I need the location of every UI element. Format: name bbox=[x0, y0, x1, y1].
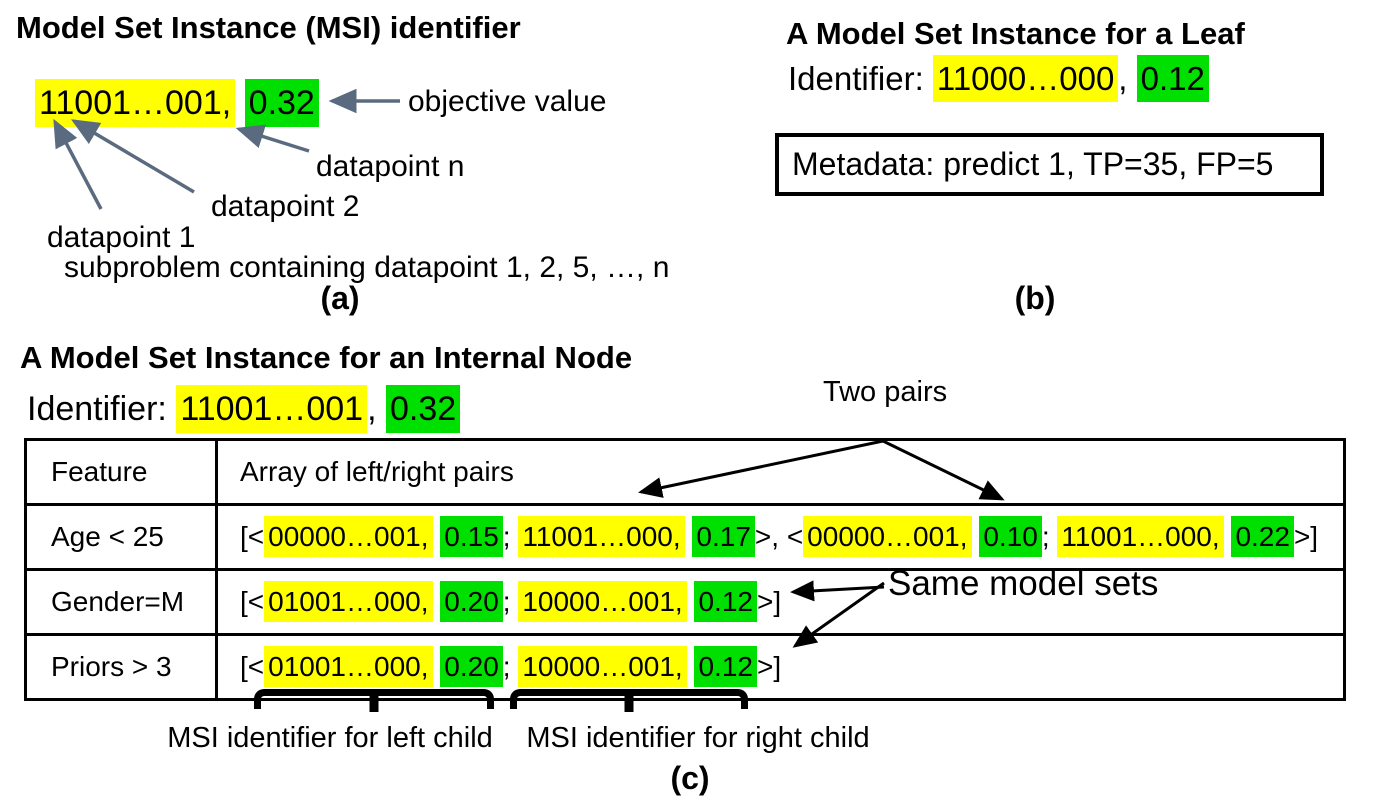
table-row: Priors > 3 [<01001…000, 0.20; 10000…001,… bbox=[24, 633, 1346, 701]
section-a-title: Model Set Instance (MSI) identifier bbox=[16, 10, 521, 45]
objective-highlight: 0.20 bbox=[440, 646, 503, 687]
header-array: Array of left/right pairs bbox=[215, 438, 1346, 506]
bitstring-highlight: 01001…000, bbox=[264, 581, 433, 622]
datapoint-2-label: datapoint 2 bbox=[211, 190, 360, 223]
bitstring-highlight: 11001…000, bbox=[1057, 516, 1224, 557]
array-cell: [<01001…000, 0.20; 10000…001, 0.12>] bbox=[215, 633, 1346, 701]
array-cell: [<00000…001, 0.15; 11001…000, 0.17>, <00… bbox=[215, 503, 1346, 571]
plain-text: [< bbox=[240, 586, 265, 617]
caption-a: (a) bbox=[320, 280, 360, 316]
plain-text: , bbox=[1118, 60, 1137, 97]
bitstring-highlight: 00000…001, bbox=[803, 516, 972, 557]
section-b-identifier: Identifier: 11000…000, 0.12 bbox=[788, 55, 1209, 102]
section-c-identifier: Identifier: 11001…001, 0.32 bbox=[27, 385, 461, 433]
msi-table: Feature Array of left/right pairs Age < … bbox=[24, 438, 1346, 701]
same-model-sets-label: Same model sets bbox=[888, 564, 1159, 603]
identifier-prefix: Identifier: bbox=[27, 390, 177, 428]
plain-text: , bbox=[367, 390, 386, 428]
bitstring-highlight: 01001…000, bbox=[264, 646, 433, 687]
table-header-row: Feature Array of left/right pairs bbox=[24, 438, 1346, 506]
bitstring-highlight: 10000…001, bbox=[518, 646, 687, 687]
bitstring-highlight: 11000…000 bbox=[932, 55, 1119, 102]
section-b-title: A Model Set Instance for a Leaf bbox=[786, 16, 1245, 51]
plain-text: [< bbox=[240, 521, 265, 552]
right-child-brace bbox=[510, 689, 748, 709]
feature-cell: Age < 25 bbox=[24, 503, 218, 571]
bitstring-highlight: 00000…001, bbox=[264, 516, 433, 557]
array-cell: [<01001…000, 0.20; 10000…001, 0.12>] bbox=[215, 568, 1346, 636]
objective-highlight: 0.20 bbox=[440, 581, 503, 622]
plain-text: >] bbox=[756, 651, 782, 682]
bitstring-highlight: 11001…000, bbox=[518, 516, 685, 557]
header-feature: Feature bbox=[24, 438, 218, 506]
identifier-value: 11001…001, 0.32 bbox=[176, 385, 461, 433]
objective-highlight: 0.22 bbox=[1231, 516, 1294, 557]
objective-highlight: 0.32 bbox=[244, 79, 319, 127]
plain-text: >, < bbox=[754, 521, 804, 552]
plain-text: ; bbox=[502, 521, 519, 552]
objective-highlight: 0.10 bbox=[979, 516, 1042, 557]
bitstring-highlight: 10000…001, bbox=[518, 581, 687, 622]
subproblem-label: subproblem containing datapoint 1, 2, 5,… bbox=[64, 251, 670, 284]
identifier-value: 11000…000, 0.12 bbox=[932, 55, 1209, 102]
datapoint-1-arrow bbox=[53, 118, 103, 210]
plain-text: ; bbox=[502, 586, 519, 617]
caption-b: (b) bbox=[1014, 280, 1056, 316]
datapoint-2-arrow bbox=[70, 119, 195, 194]
feature-cell: Gender=M bbox=[24, 568, 218, 636]
datapoint-n-arrow bbox=[235, 124, 310, 153]
left-child-brace bbox=[254, 689, 494, 709]
two-pairs-label: Two pairs bbox=[823, 376, 948, 408]
objective-highlight: 0.32 bbox=[385, 385, 461, 433]
plain-text: ; bbox=[1041, 521, 1058, 552]
identifier-prefix: Identifier: bbox=[788, 60, 933, 97]
right-child-brace-label: MSI identifier for right child bbox=[526, 722, 870, 754]
left-child-brace-label: MSI identifier for left child bbox=[167, 722, 493, 754]
plain-text: >] bbox=[756, 586, 782, 617]
plain-text: [< bbox=[240, 651, 265, 682]
plain-text: >] bbox=[1293, 521, 1319, 552]
section-c-title: A Model Set Instance for an Internal Nod… bbox=[20, 340, 633, 375]
plain-text bbox=[235, 84, 244, 122]
objective-highlight: 0.12 bbox=[694, 581, 757, 622]
objective-highlight: 0.17 bbox=[692, 516, 755, 557]
bitstring-highlight: 11001…001, bbox=[35, 79, 236, 127]
objective-highlight: 0.12 bbox=[694, 646, 757, 687]
bitstring-highlight: 11001…001 bbox=[176, 385, 368, 433]
section-a-identifier: 11001…001, 0.32 bbox=[35, 79, 319, 127]
caption-c: (c) bbox=[670, 760, 710, 796]
datapoint-n-label: datapoint n bbox=[316, 150, 465, 183]
metadata-box: Metadata: predict 1, TP=35, FP=5 bbox=[775, 133, 1324, 196]
plain-text: ; bbox=[502, 651, 519, 682]
datapoint-1-label: datapoint 1 bbox=[47, 221, 196, 254]
table-row: Gender=M [<01001…000, 0.20; 10000…001, 0… bbox=[24, 568, 1346, 636]
objective-value-label: objective value bbox=[408, 85, 607, 118]
objective-highlight: 0.12 bbox=[1136, 55, 1209, 102]
feature-cell: Priors > 3 bbox=[24, 633, 218, 701]
objective-highlight: 0.15 bbox=[440, 516, 503, 557]
table-row: Age < 25 [<00000…001, 0.15; 11001…000, 0… bbox=[24, 503, 1346, 571]
